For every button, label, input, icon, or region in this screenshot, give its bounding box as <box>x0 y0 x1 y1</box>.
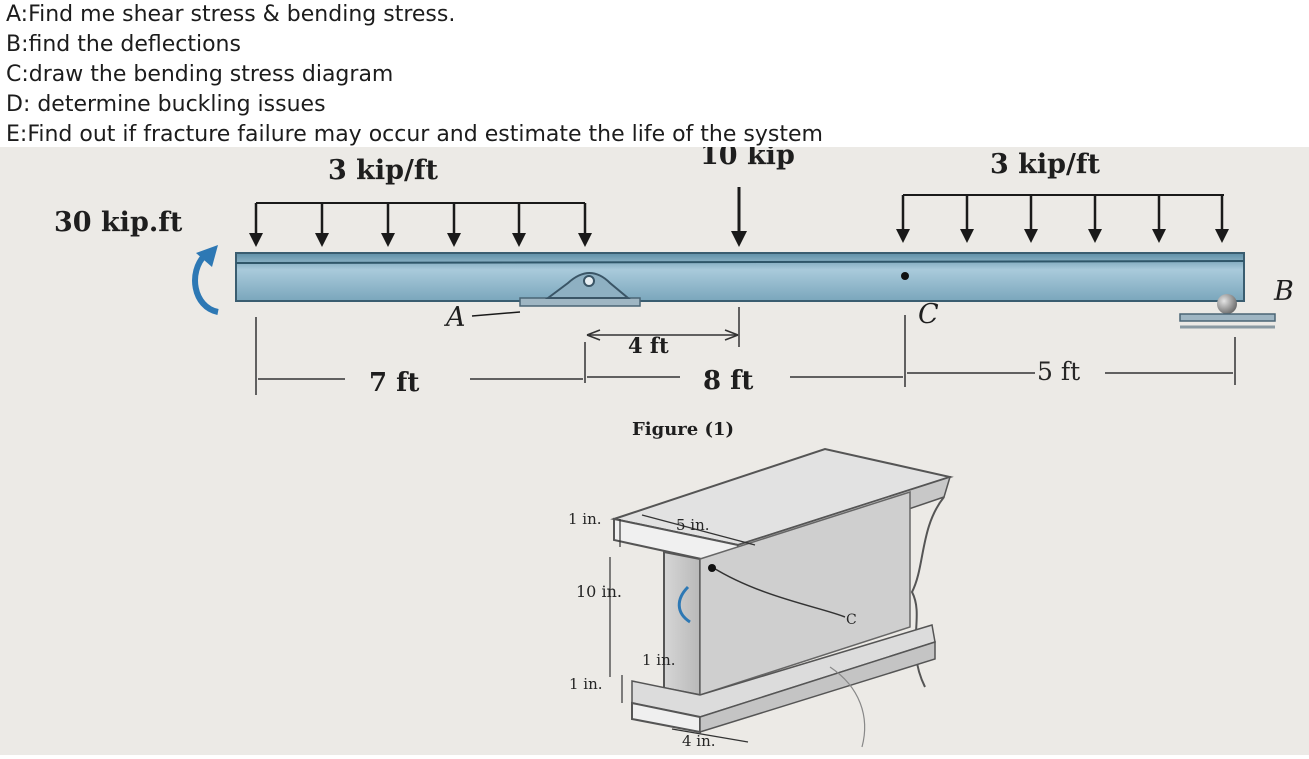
figure-caption: Figure (1) <box>632 419 734 440</box>
load-point-label: 10 kip <box>700 147 795 171</box>
point-b-label: B <box>1273 276 1294 307</box>
moment-arrow-icon <box>192 245 219 315</box>
roller-support-icon <box>1179 294 1276 329</box>
point-load-arrow <box>731 187 747 247</box>
distributed-load-left <box>249 202 592 247</box>
load-right-label: 3 kip/ft <box>990 149 1101 180</box>
distributed-load-right <box>896 194 1229 243</box>
dim-7ft-label: 7 ft <box>369 368 419 398</box>
section-flange-width-label: 5 in. <box>676 516 710 534</box>
point-a-label: A <box>443 302 466 333</box>
beam-figure: A C B 3 kip/ft 10 kip 3 kip/ft 30 kip.ft… <box>54 147 1294 750</box>
question-a: A:Find me shear stress & bending stress. <box>6 2 456 27</box>
problem-statement: A:Find me shear stress & bending stress.… <box>6 0 1106 150</box>
i-beam-section-drawing <box>609 447 954 748</box>
pin-support-icon <box>471 272 641 317</box>
dim-5ft-label: 5 ft <box>1037 357 1080 386</box>
section-flange-top-label: 1 in. <box>568 510 602 528</box>
question-e: E:Find out if fracture failure may occur… <box>6 122 823 147</box>
beam-figure-photo: A C B 3 kip/ft 10 kip 3 kip/ft 30 kip.ft… <box>0 147 1309 755</box>
point-c-marker <box>901 272 909 280</box>
dimension-lines <box>255 307 1236 395</box>
beam <box>235 252 1245 302</box>
section-flange-bottom-label: 1 in. <box>569 675 603 693</box>
section-bottom-width-label: 4 in. <box>682 732 716 750</box>
section-centroid-label: C <box>846 612 857 628</box>
section-web-thickness-label: 1 in. <box>642 651 676 669</box>
point-c-label: C <box>918 299 939 330</box>
load-left-label: 3 kip/ft <box>328 155 439 186</box>
section-web-height-label: 10 in. <box>576 582 622 601</box>
dim-8ft-label: 8 ft <box>703 366 753 396</box>
question-d: D: determine buckling issues <box>6 92 326 117</box>
question-b: B:find the deflections <box>6 32 241 57</box>
dim-4ft-label: 4 ft <box>628 333 669 358</box>
question-c: C:draw the bending stress diagram <box>6 62 394 87</box>
moment-label: 30 kip.ft <box>54 207 183 238</box>
